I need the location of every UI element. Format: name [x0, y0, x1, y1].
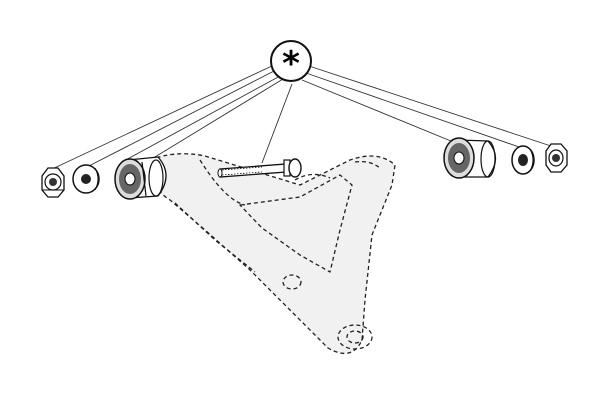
leader-bolt — [261, 83, 293, 164]
callout-symbol: * — [282, 44, 300, 84]
leader-nut-left — [49, 64, 275, 171]
leader-washer-right — [305, 72, 523, 149]
leader-bushing-right — [301, 79, 469, 149]
nut-right-icon — [545, 143, 568, 173]
leader-lines — [49, 64, 558, 171]
leader-washer-left — [84, 69, 277, 169]
nut-left-icon — [41, 167, 65, 198]
washer-right-icon — [511, 145, 535, 175]
bushing-left-icon — [114, 156, 167, 200]
leader-bushing-left — [121, 75, 281, 163]
callout-marker: * — [270, 40, 312, 84]
leader-bushing-left-2 — [149, 78, 284, 161]
control-arm-outline — [149, 153, 396, 355]
washer-left-icon — [72, 164, 100, 194]
bushing-right-icon — [443, 137, 497, 179]
bolt-icon — [217, 158, 302, 178]
leader-nut-right — [308, 65, 558, 149]
